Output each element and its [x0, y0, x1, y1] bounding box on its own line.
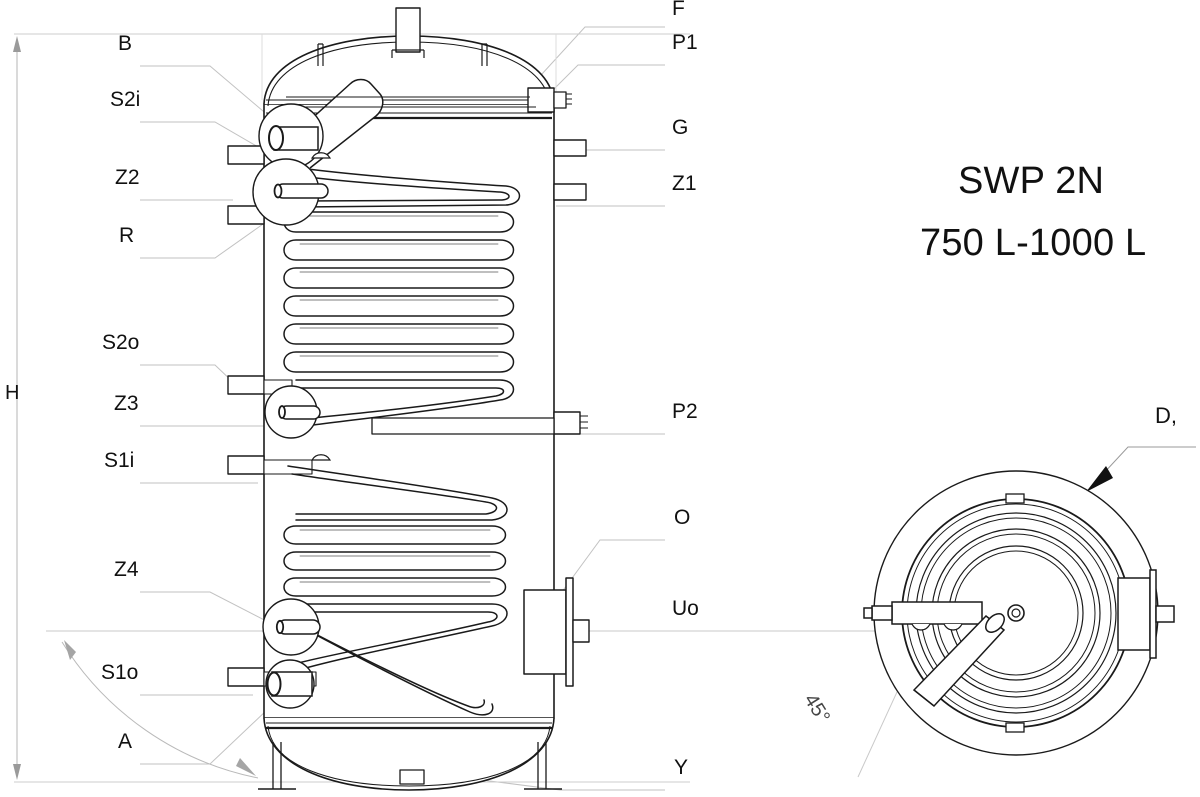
label-Y: Y [674, 756, 689, 779]
label-S2i: S2i [110, 88, 141, 111]
label-Z2: Z2 [115, 166, 140, 189]
label-P1: P1 [672, 31, 698, 54]
label-A: A [118, 730, 133, 753]
label-Z1: Z1 [672, 172, 697, 195]
label-F: F [672, 0, 685, 20]
label-S1i: S1i [104, 449, 135, 472]
label-Uo: Uo [672, 597, 699, 620]
label-Z3: Z3 [114, 392, 139, 415]
label-B: B [118, 32, 133, 55]
label-Z4: Z4 [114, 558, 139, 581]
label-S2o: S2o [102, 331, 140, 354]
label-R: R [119, 224, 135, 247]
dimension-label-D: D, [1155, 403, 1177, 428]
label-O: O [674, 506, 691, 529]
title-line-2: 750 L-1000 L [920, 222, 1147, 264]
label-G: G [672, 116, 689, 139]
label-S1o: S1o [101, 661, 139, 684]
label-P2: P2 [672, 400, 698, 423]
title-line-1: SWP 2N [958, 160, 1105, 202]
dimension-label-H: H [5, 382, 20, 404]
